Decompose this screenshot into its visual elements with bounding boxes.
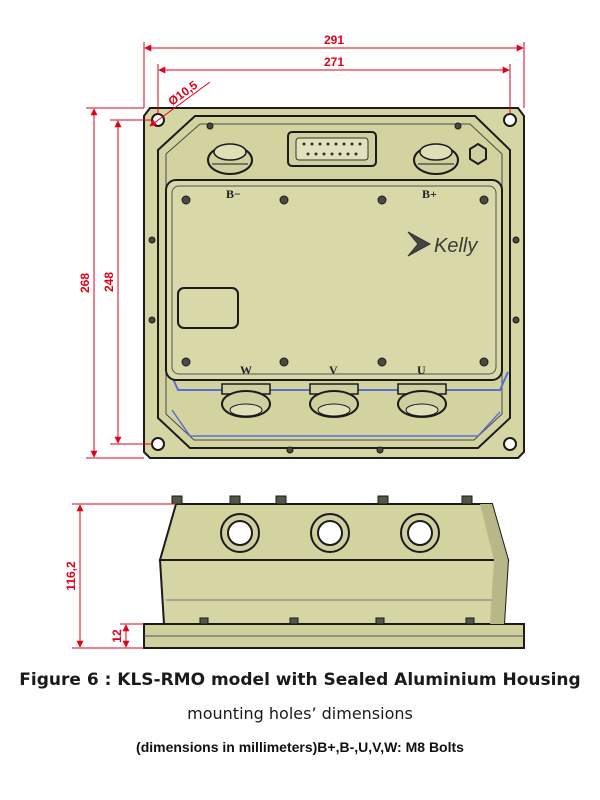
terminal-label-v: V <box>329 363 338 377</box>
overall-width-value: 291 <box>324 33 344 47</box>
cable-gland-top-right <box>413 143 459 175</box>
side-gland-center <box>310 513 350 553</box>
overall-height-value: 268 <box>78 273 92 293</box>
dimension-hole-spacing-height: 248 <box>102 119 152 445</box>
side-view: 116,2 12 <box>64 495 525 649</box>
cable-gland-v <box>309 383 359 418</box>
cable-gland-top-left <box>207 143 253 175</box>
side-gland-left <box>220 513 260 553</box>
figure-title: Figure 6 : KLS-RMO model with Sealed Alu… <box>19 670 581 690</box>
cable-gland-u <box>397 383 447 418</box>
hole-spacing-height-value: 248 <box>102 272 116 292</box>
dimension-overall-width: 291 <box>143 33 525 108</box>
side-lower-body <box>158 559 510 625</box>
terminal-label-b-plus: B+ <box>422 187 437 201</box>
terminal-label-w: W <box>240 363 252 377</box>
side-top-bolts <box>171 495 473 505</box>
cable-gland-w <box>221 383 271 418</box>
kelly-logo: Kelly <box>407 231 478 257</box>
terminal-label-u: U <box>417 363 426 377</box>
figure-note: (dimensions in millimeters)B+,B-,U,V,W: … <box>136 739 464 755</box>
side-base-bolts <box>199 617 475 625</box>
terminal-label-b-minus: B− <box>226 187 241 201</box>
figure-subtitle: mounting holes’ dimensions <box>187 704 413 723</box>
technical-drawing: B− B+ W V U Kelly 291 271 Ø10,5 <box>64 33 525 649</box>
label-window <box>177 287 239 329</box>
cover-plate <box>165 179 503 381</box>
signal-connector <box>287 131 377 167</box>
base-thickness-value: 12 <box>110 629 124 643</box>
dimension-hole-spacing-width: 271 <box>157 55 511 114</box>
dimension-base-thickness: 12 <box>110 623 144 648</box>
dimension-overall-height: 268 <box>78 107 144 459</box>
dimension-housing-height: 116,2 <box>64 503 176 649</box>
vent-plug <box>469 142 487 166</box>
housing-height-value: 116,2 <box>64 561 78 591</box>
top-view: B− B+ W V U Kelly 291 271 Ø10,5 <box>78 33 525 459</box>
cover-screws <box>148 122 520 454</box>
hole-spacing-width-value: 271 <box>324 55 344 69</box>
side-gland-right <box>400 513 440 553</box>
brand-name: Kelly <box>434 235 478 257</box>
